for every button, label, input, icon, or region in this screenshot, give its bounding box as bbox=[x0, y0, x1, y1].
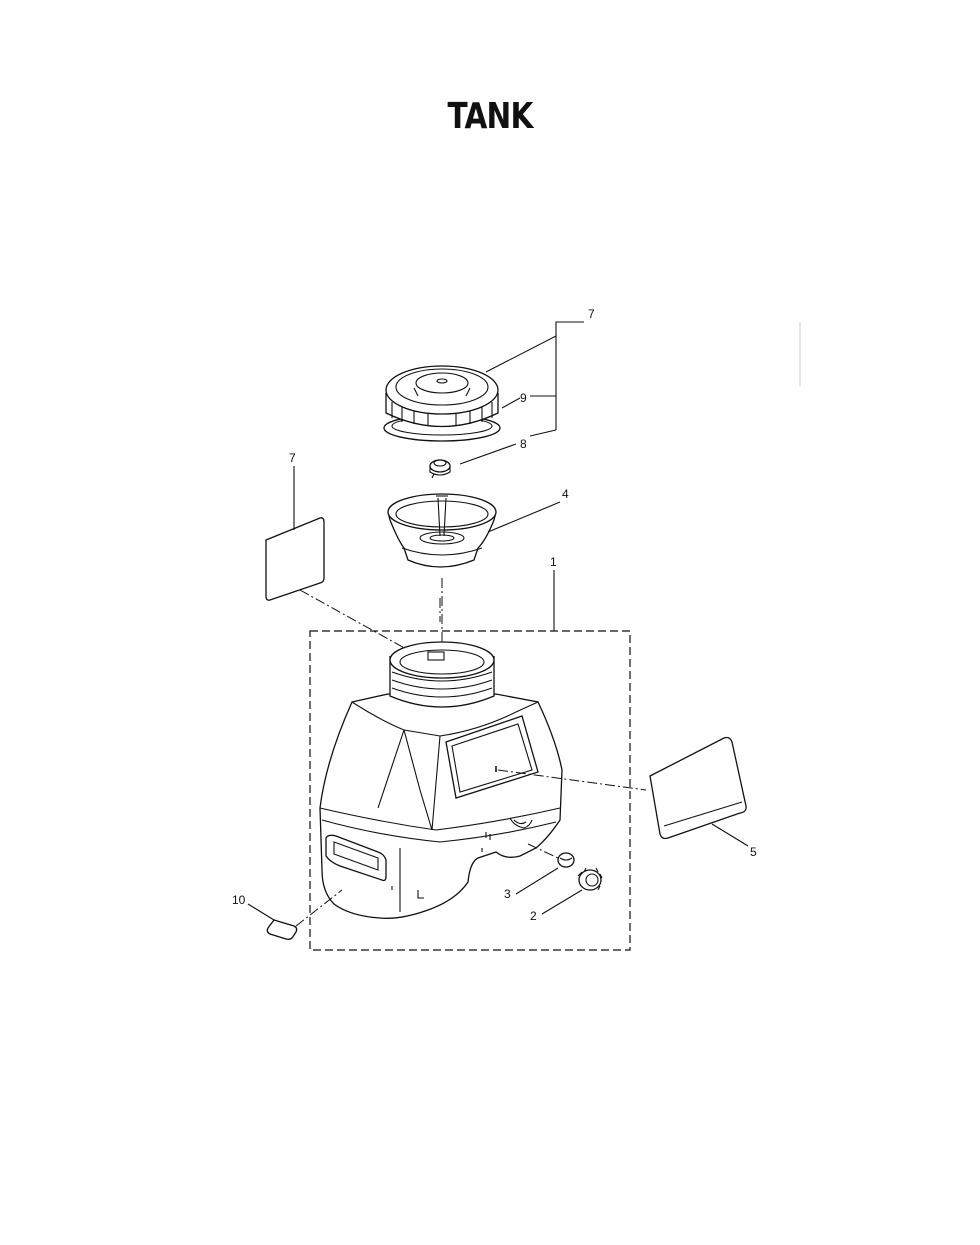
callout-7-top: 7 bbox=[588, 307, 595, 321]
label-sheet-5 bbox=[649, 736, 747, 840]
callout-8: 8 bbox=[520, 437, 527, 451]
callout-3: 3 bbox=[504, 887, 511, 901]
leader-10-label bbox=[295, 889, 343, 927]
leader-5-label bbox=[497, 769, 647, 791]
strainer-basket bbox=[387, 493, 497, 568]
callout-7-left: 7 bbox=[289, 451, 296, 465]
callout-9: 9 bbox=[520, 391, 527, 405]
label-sheet-7 bbox=[265, 517, 325, 601]
callout-4: 4 bbox=[562, 487, 569, 501]
leader-cap-line bbox=[527, 843, 559, 859]
drain-cap bbox=[557, 852, 575, 868]
tank-lid bbox=[383, 365, 501, 442]
drain-fitting bbox=[577, 867, 603, 891]
callout-10: 10 bbox=[232, 893, 246, 907]
leader-7-label bbox=[299, 589, 409, 651]
callout-leaders bbox=[247, 321, 749, 921]
page-title: TANK bbox=[447, 96, 534, 137]
callout-2: 2 bbox=[530, 909, 537, 923]
tank-body bbox=[319, 641, 563, 919]
tank-boundary bbox=[309, 630, 631, 951]
callout-5: 5 bbox=[750, 845, 757, 859]
callout-1: 1 bbox=[550, 555, 557, 569]
vent-valve bbox=[429, 459, 451, 479]
label-sheet-10 bbox=[266, 919, 298, 940]
